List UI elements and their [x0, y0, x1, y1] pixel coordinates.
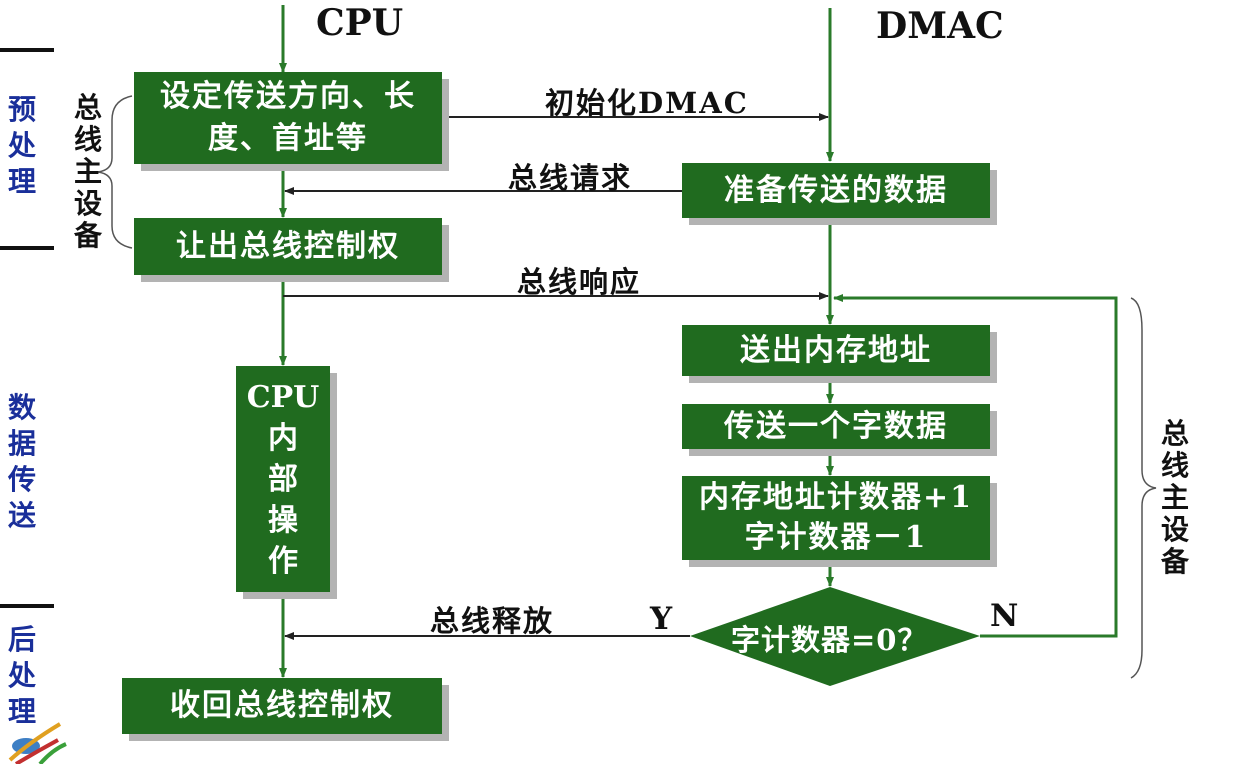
- cpu-internal-rest: 内部操作: [268, 420, 298, 579]
- logo-decoration: [8, 722, 67, 764]
- phase-post: 后处理: [7, 623, 36, 728]
- decision-label: 字计数器=0？: [731, 623, 928, 657]
- set-direction-line2: 度、首址等: [208, 121, 368, 156]
- left-brace: [97, 95, 133, 249]
- reclaim-bus-box: 收回总线控制权: [122, 678, 442, 734]
- right-brace-label: 总线主设备: [1160, 417, 1189, 578]
- counter-line2: 字计数器－1: [744, 520, 928, 555]
- bus-request-label: 总线请求: [508, 161, 633, 195]
- counter-line1: 内存地址计数器+1: [698, 480, 973, 515]
- yield-bus-box: 让出总线控制权: [134, 218, 442, 275]
- send-address-box: 送出内存地址: [682, 325, 990, 376]
- right-brace: [1130, 297, 1157, 679]
- counter-box: 内存地址计数器+1 字计数器－1: [682, 476, 990, 560]
- set-direction-line1: 设定传送方向、长: [160, 79, 416, 114]
- cpu-internal-line1: CPU: [246, 379, 320, 415]
- init-label: 初始化DMAC: [545, 86, 749, 120]
- no-label: N: [990, 598, 1021, 634]
- phase-transfer: 数据传送: [7, 391, 36, 532]
- prepare-data-box: 准备传送的数据: [682, 163, 990, 218]
- bus-release-label: 总线释放: [430, 604, 555, 638]
- yes-label: Y: [650, 601, 675, 637]
- loop-back-arrow: [833, 294, 1118, 638]
- dmac-header: DMAC: [876, 5, 1004, 47]
- set-direction-box: 设定传送方向、长 度、首址等: [134, 72, 442, 164]
- left-brace-label: 总线主设备: [73, 91, 102, 252]
- transfer-word-box: 传送一个字数据: [682, 404, 990, 449]
- phase-pre: 预处理: [7, 93, 36, 198]
- cpu-internal-box: CPU 内部操作: [236, 366, 330, 592]
- bus-response-label: 总线响应: [517, 265, 642, 299]
- cpu-header: CPU: [316, 2, 404, 44]
- decision-diamond: [690, 587, 980, 686]
